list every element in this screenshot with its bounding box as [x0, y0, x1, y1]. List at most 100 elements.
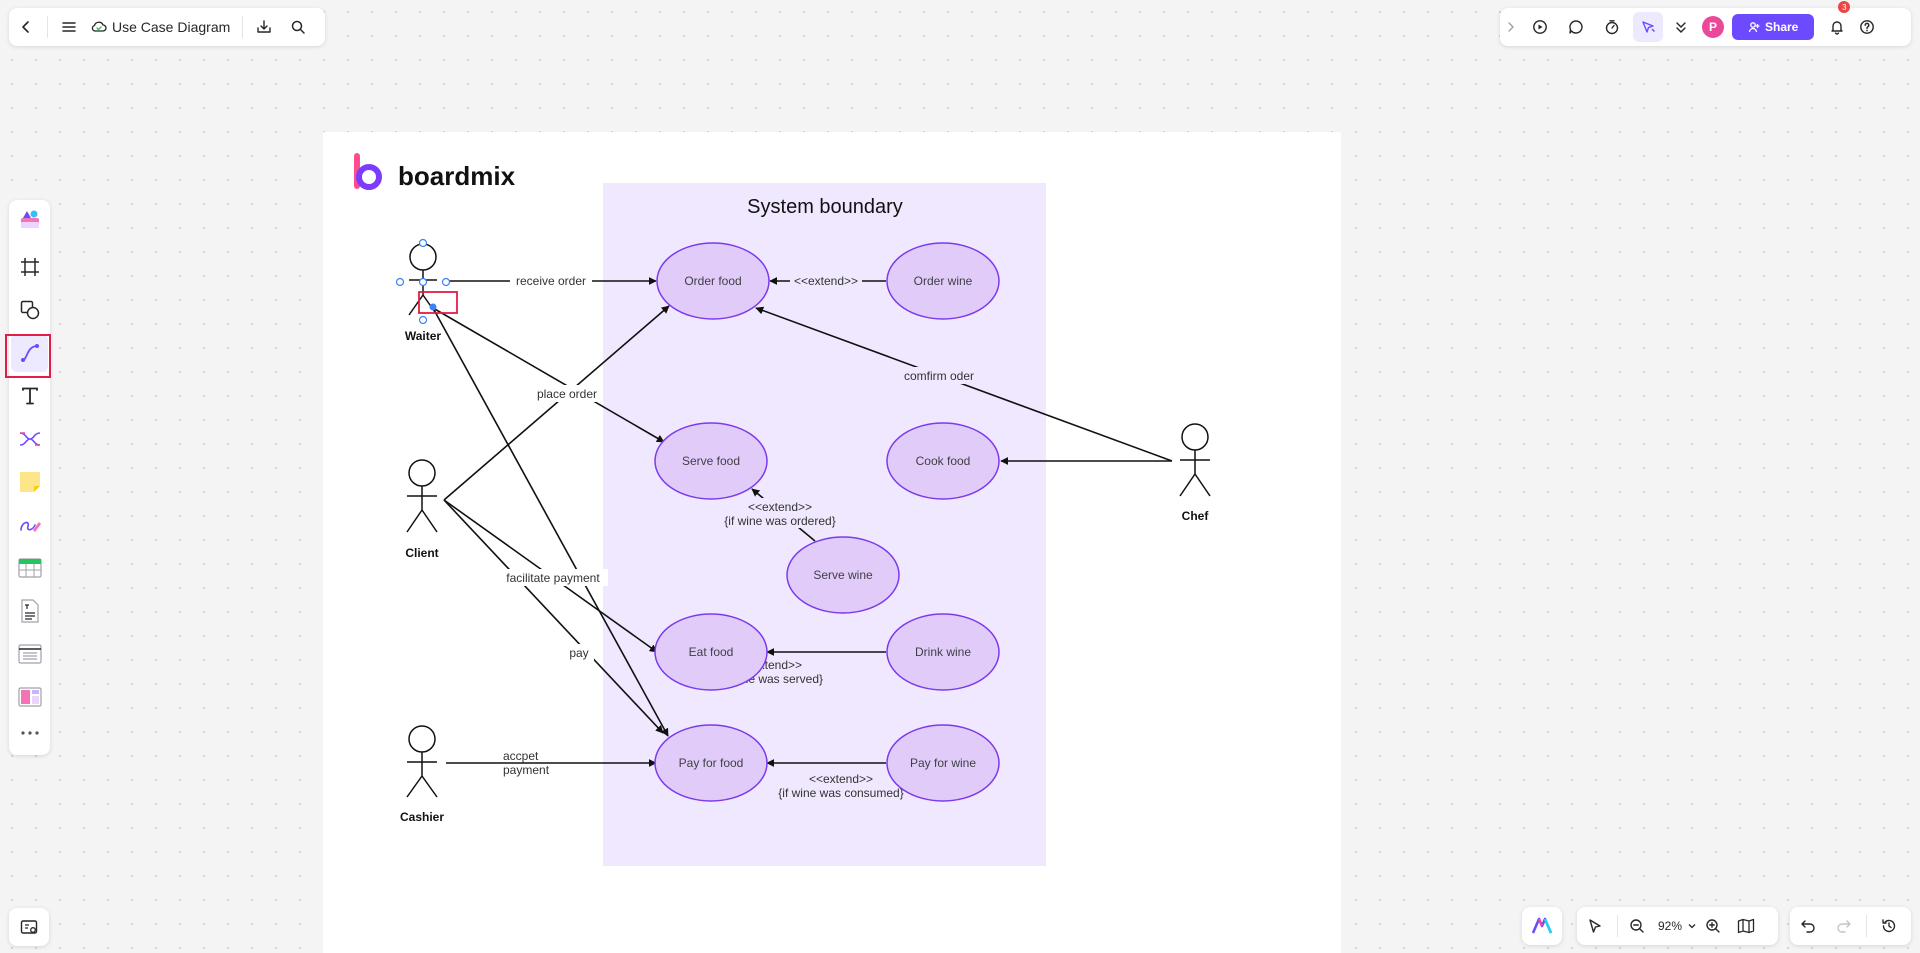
topbar-right: P Share 3 [1500, 1, 1911, 46]
label-extend-pay-wine-1: <<extend>> [809, 772, 873, 786]
usecase-pay-wine[interactable] [886, 724, 1000, 802]
line-labels: receive order <<extend>> comfirm oder pl… [500, 272, 982, 800]
connector-tool-highlight [5, 334, 51, 378]
client-pay-line[interactable] [443, 499, 664, 734]
select-cursor-icon[interactable] [1577, 907, 1613, 945]
label-facilitate-payment: facilitate payment [506, 571, 600, 585]
history-controls [1790, 907, 1911, 945]
actor-client[interactable] [406, 459, 438, 533]
label-pay: pay [569, 646, 588, 660]
add-user-icon [1748, 22, 1760, 33]
zoom-dropdown-chevron-icon[interactable] [1686, 907, 1698, 945]
usecase-cook-food-label: Cook food [916, 454, 971, 468]
cursor-share-icon[interactable] [1633, 12, 1663, 42]
usecase-pay-wine-label: Pay for wine [910, 756, 976, 770]
confirm-order-line[interactable] [755, 306, 1173, 462]
cloud-saved-icon [90, 19, 108, 35]
comment-icon[interactable] [1558, 8, 1594, 46]
actor-waiter-label: Waiter [405, 329, 442, 343]
pen-icon[interactable] [11, 506, 48, 544]
undo-icon[interactable] [1790, 907, 1826, 945]
frame-icon[interactable] [11, 248, 48, 286]
boardmix-logo: boardmix [354, 153, 516, 191]
search-icon[interactable] [281, 8, 315, 46]
label-extend-pay-wine-2: {if wine was consumed} [778, 786, 903, 800]
actor-cashier[interactable] [406, 725, 438, 798]
actor-chef[interactable] [1179, 423, 1211, 497]
ai-assistant-icon[interactable] [1522, 907, 1562, 945]
logo-text: boardmix [398, 161, 516, 191]
divider [242, 16, 244, 38]
actor-cashier-label: Cashier [400, 810, 444, 824]
label-accept-payment-2: payment [503, 763, 550, 777]
map-view-icon[interactable] [1728, 907, 1764, 945]
text-icon[interactable] [11, 377, 48, 415]
usecase-eat-food[interactable] [654, 613, 768, 691]
usecase-serve-wine[interactable] [786, 536, 900, 614]
notification-badge: 3 [1838, 1, 1851, 13]
share-button[interactable]: Share [1732, 14, 1815, 40]
timer-icon[interactable] [1594, 8, 1630, 46]
usecase-eat-food-label: Eat food [689, 645, 734, 659]
layout-icon[interactable] [11, 678, 48, 716]
waiter-pay-line[interactable] [432, 307, 669, 737]
play-icon[interactable] [1522, 8, 1558, 46]
label-accept-payment-1: accpet [503, 749, 539, 763]
use-cases: Order food Order wine Serve food Cook fo… [654, 242, 1000, 802]
label-extend-order-wine: <<extend>> [794, 274, 858, 288]
shape-icon[interactable] [11, 291, 48, 329]
label-receive-order: receive order [516, 274, 586, 288]
divider [1617, 915, 1618, 937]
usecase-serve-food[interactable] [654, 422, 768, 500]
share-label: Share [1765, 20, 1799, 34]
usecase-order-wine-label: Order wine [914, 274, 973, 288]
document-icon[interactable] [11, 592, 48, 630]
actor-client-label: Client [405, 546, 438, 560]
back-icon[interactable] [9, 8, 43, 46]
actor-chef-label: Chef [1182, 509, 1210, 523]
download-icon[interactable] [247, 8, 281, 46]
chevron-right-icon[interactable] [1500, 8, 1522, 46]
zoom-in-icon[interactable] [1698, 907, 1728, 945]
topbar-left: Use Case Diagram [9, 8, 325, 46]
usecase-drink-wine-label: Drink wine [915, 645, 971, 659]
boundary-title: System boundary [747, 196, 903, 218]
usecase-order-wine[interactable] [886, 242, 1000, 320]
serve-food-line[interactable] [432, 307, 665, 443]
redo-icon[interactable] [1826, 907, 1862, 945]
label-extend-serve-wine-1: <<extend>> [748, 500, 812, 514]
help-icon[interactable] [1852, 8, 1882, 46]
hamburger-menu-icon[interactable] [52, 8, 86, 46]
usecase-order-food[interactable] [656, 242, 770, 320]
label-extend-serve-wine-2: {if wine was ordered} [724, 514, 835, 528]
sticky-note-icon[interactable] [11, 463, 48, 501]
history-icon[interactable] [1871, 907, 1907, 945]
actor-labels: Waiter Client Cashier Chef [400, 329, 1209, 824]
double-chevron-down-icon[interactable] [1666, 8, 1696, 46]
minimap-icon[interactable] [9, 908, 49, 946]
zoom-level[interactable]: 92% [1658, 919, 1683, 933]
usecase-order-food-label: Order food [684, 274, 741, 288]
table-icon[interactable] [11, 549, 48, 587]
list-icon[interactable] [11, 635, 48, 673]
connection-point-highlight [418, 291, 458, 314]
left-toolbar [9, 200, 50, 755]
connector-line-icon[interactable] [11, 334, 48, 372]
usecase-pay-food[interactable] [654, 724, 768, 802]
doc-title[interactable]: Use Case Diagram [112, 19, 231, 35]
waiter-selection-handles[interactable] [395, 238, 451, 325]
place-order-line[interactable] [443, 305, 670, 501]
usecase-serve-food-label: Serve food [682, 454, 740, 468]
zoom-out-icon[interactable] [1622, 907, 1652, 945]
templates-icon[interactable] [11, 200, 48, 238]
actors [406, 243, 1211, 798]
usecase-serve-wine-label: Serve wine [813, 568, 873, 582]
usecase-cook-food[interactable] [886, 422, 1000, 500]
label-place-order: place order [537, 387, 597, 401]
more-tools-icon[interactable] [11, 716, 48, 750]
avatar[interactable]: P [1702, 16, 1724, 38]
usecase-drink-wine[interactable] [886, 613, 1000, 691]
bell-icon[interactable]: 3 [1822, 1, 1852, 46]
mind-map-icon[interactable] [11, 420, 48, 458]
